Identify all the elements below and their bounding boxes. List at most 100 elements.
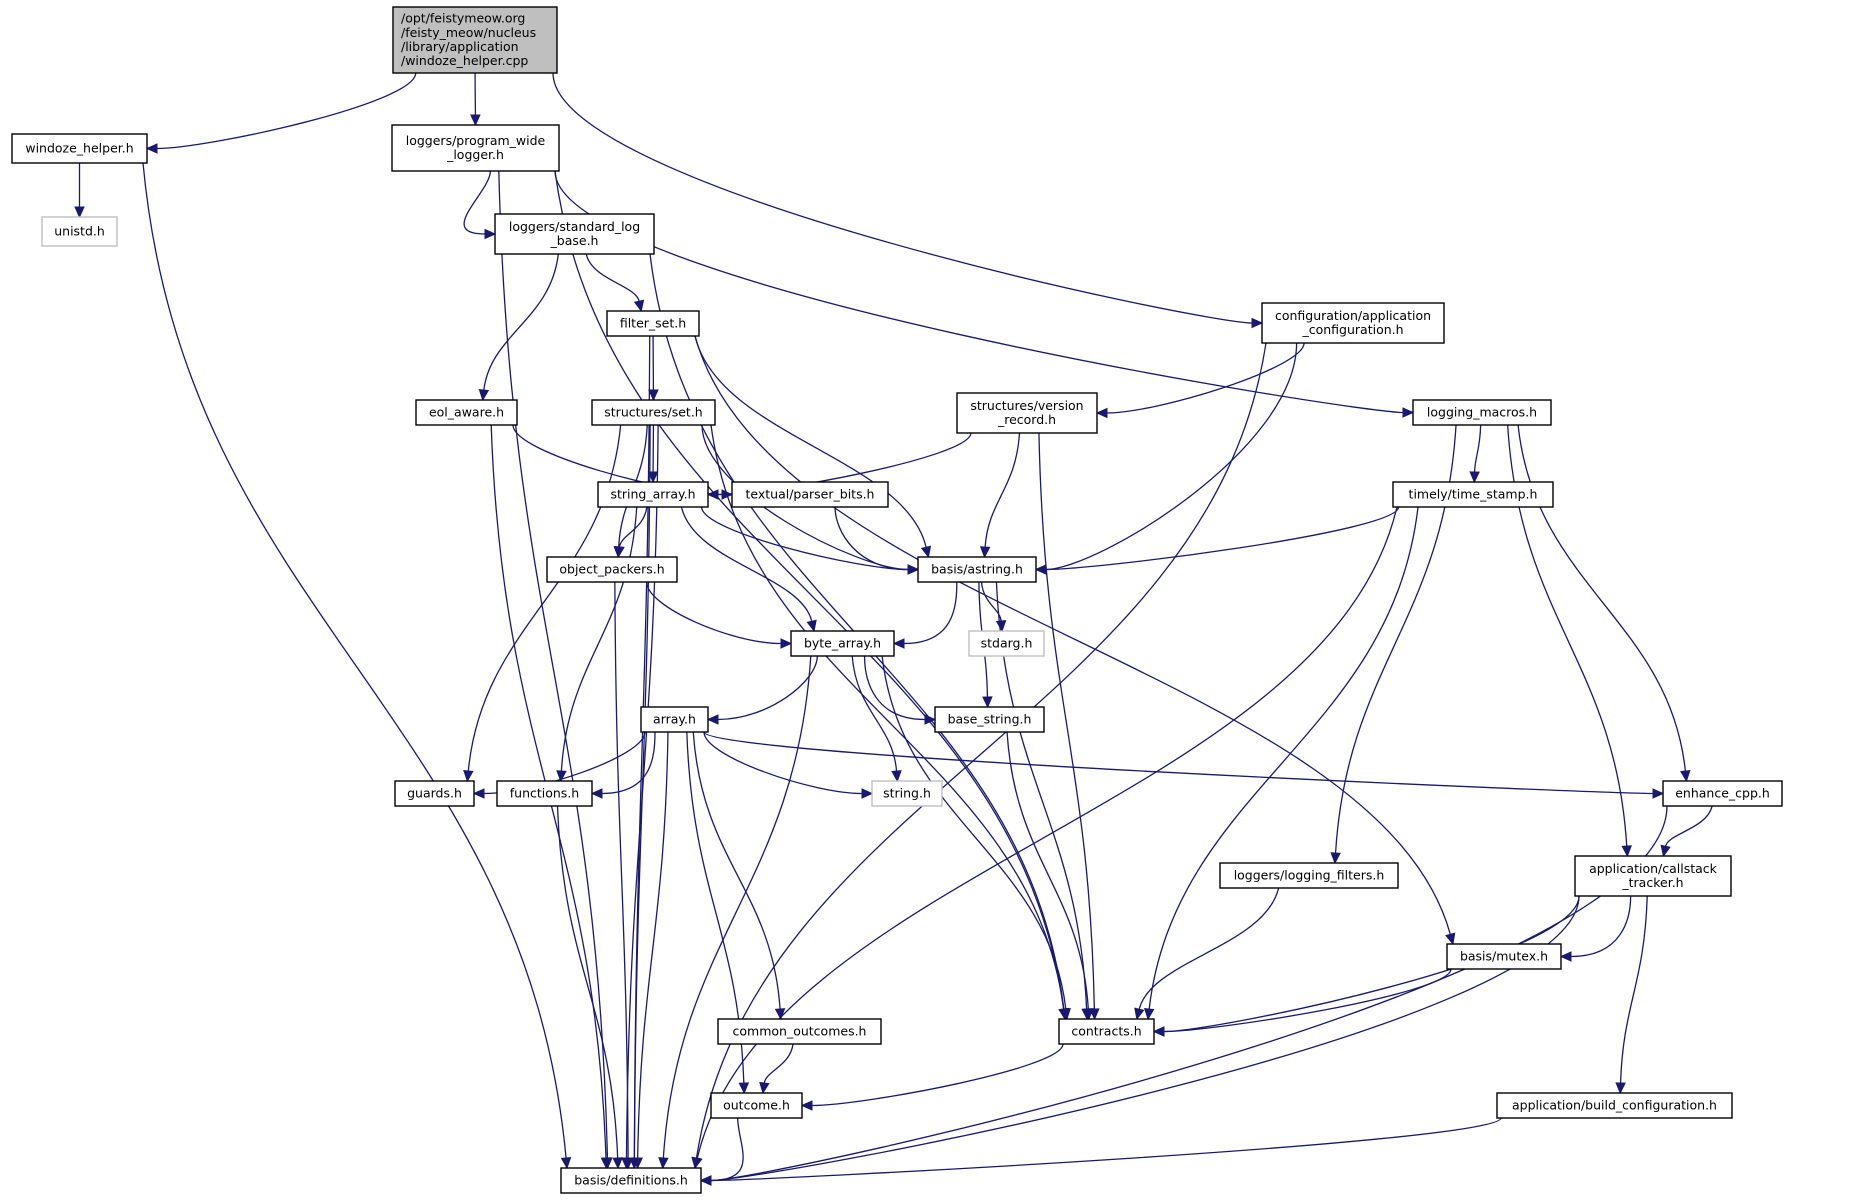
node-box xyxy=(640,706,709,733)
edge-line xyxy=(717,655,818,721)
edge-line xyxy=(881,655,1067,1010)
node-label: /feisty_meow/nucleus xyxy=(401,25,536,40)
arrowhead-icon xyxy=(74,206,85,219)
node-box xyxy=(394,780,475,807)
edge-line xyxy=(625,424,659,1159)
arrowhead-icon xyxy=(633,299,645,313)
node-box xyxy=(597,481,709,508)
node-windoze-helper-h[interactable]: windoze_helper.h xyxy=(11,133,148,164)
node-box xyxy=(1496,1092,1733,1119)
node-logging-macros[interactable]: logging_macros.h xyxy=(1412,399,1552,426)
node-box xyxy=(11,133,148,164)
node-astring[interactable]: basis/astring.h xyxy=(917,556,1037,583)
edge-line xyxy=(710,1117,744,1182)
node-enhance-cpp[interactable]: enhance_cpp.h xyxy=(1662,780,1783,807)
node-definitions[interactable]: basis/definitions.h xyxy=(560,1167,702,1194)
edge-line xyxy=(984,432,1021,548)
node-contracts[interactable]: contracts.h xyxy=(1058,1018,1155,1045)
arrowhead-icon xyxy=(1615,1082,1626,1095)
node-box xyxy=(917,556,1037,583)
arrowhead-icon xyxy=(1251,317,1264,329)
edge-line xyxy=(811,1043,1064,1107)
node-root[interactable]: /opt/feistymeow.org/feisty_meow/nucleus/… xyxy=(392,6,558,74)
node-label: unistd.h xyxy=(54,223,105,238)
node-label: _base.h xyxy=(550,233,599,248)
edge-filter_set-to-mutex xyxy=(694,335,1456,946)
node-label: filter_set.h xyxy=(620,315,686,330)
edge-line xyxy=(1148,506,1419,1010)
node-version-record[interactable]: structures/version_record.h xyxy=(956,392,1098,434)
node-common-outcomes[interactable]: common_outcomes.h xyxy=(717,1018,882,1045)
edge-contracts-to-outcome xyxy=(800,1043,1064,1111)
node-box xyxy=(41,216,118,247)
edge-line xyxy=(1570,895,1632,958)
node-callstack-tracker[interactable]: application/callstack_tracker.h xyxy=(1574,855,1732,897)
arrowhead-icon xyxy=(861,788,874,799)
arrowhead-icon xyxy=(699,1175,712,1186)
node-parser-bits[interactable]: textual/parser_bits.h xyxy=(731,481,889,508)
node-box xyxy=(790,630,895,657)
node-build-configuration[interactable]: application/build_configuration.h xyxy=(1496,1092,1733,1119)
arrowhead-icon xyxy=(1660,844,1671,858)
node-guards[interactable]: guards.h xyxy=(394,780,475,807)
node-functions[interactable]: functions.h xyxy=(496,780,593,807)
edge-app_config-to-astring xyxy=(1034,342,1298,575)
edge-structures_set-to-string_array xyxy=(647,424,659,484)
edge-windoze_helper_h-to-definitions xyxy=(142,162,572,1170)
arrowhead-icon xyxy=(774,1008,786,1021)
arrowhead-icon xyxy=(1559,951,1572,962)
node-string-h: string.h xyxy=(871,780,943,807)
edge-line xyxy=(1045,342,1298,571)
edge-array_h-to-string_h xyxy=(703,731,874,799)
arrowhead-icon xyxy=(979,546,991,559)
edge-root-to-app_config xyxy=(552,72,1264,329)
node-label: _logger.h xyxy=(446,147,504,162)
edge-callstack_tracker-to-mutex xyxy=(1559,895,1632,962)
node-array-h[interactable]: array.h xyxy=(640,706,709,733)
edge-line xyxy=(1664,805,1713,847)
arrowhead-icon xyxy=(622,1157,634,1170)
node-label: byte_array.h xyxy=(804,635,881,650)
edge-line xyxy=(834,506,909,571)
node-outcome[interactable]: outcome.h xyxy=(710,1092,803,1119)
node-filter-set[interactable]: filter_set.h xyxy=(606,310,700,337)
node-app-config[interactable]: configuration/application_configuration.… xyxy=(1261,302,1445,344)
node-time-stamp[interactable]: timely/time_stamp.h xyxy=(1392,481,1554,508)
arrowhead-icon xyxy=(920,545,932,559)
node-eol-aware[interactable]: eol_aware.h xyxy=(415,399,518,426)
arrowhead-icon xyxy=(145,143,158,154)
node-box xyxy=(968,630,1045,657)
node-base-string[interactable]: base_string.h xyxy=(934,706,1045,733)
node-label: stdarg.h xyxy=(981,635,1033,650)
arrowhead-icon xyxy=(463,770,474,783)
arrowhead-icon xyxy=(806,619,817,633)
node-object-packers[interactable]: object_packers.h xyxy=(546,556,678,583)
edge-line xyxy=(1473,424,1482,473)
arrowhead-icon xyxy=(658,1157,669,1170)
node-mutex[interactable]: basis/mutex.h xyxy=(1446,943,1562,970)
node-byte-array[interactable]: byte_array.h xyxy=(790,630,895,657)
node-string-array[interactable]: string_array.h xyxy=(597,481,709,508)
arrowhead-icon xyxy=(470,114,481,127)
node-label: structures/version xyxy=(970,398,1083,413)
arrowhead-icon xyxy=(1402,407,1415,418)
node-label: outcome.h xyxy=(723,1097,790,1112)
node-label: array.h xyxy=(653,711,696,726)
node-label: /windoze_helper.cpp xyxy=(401,53,528,68)
arrowhead-icon xyxy=(759,1081,770,1095)
edge-byte_array-to-definitions xyxy=(658,655,812,1170)
arrowhead-icon xyxy=(780,638,793,649)
edge-astring-to-byte_array xyxy=(892,581,958,649)
edge-array_h-to-functions xyxy=(590,731,656,799)
edge-enhance_cpp-to-callstack_tracker xyxy=(1660,805,1713,858)
arrowhead-icon xyxy=(924,714,937,725)
node-structures-set[interactable]: structures/set.h xyxy=(591,399,716,426)
node-label: enhance_cpp.h xyxy=(1675,785,1770,800)
edge-line xyxy=(467,424,622,772)
node-label: contracts.h xyxy=(1071,1023,1141,1038)
node-standard-log-base[interactable]: loggers/standard_log_base.h xyxy=(494,213,655,255)
node-logging-filters[interactable]: loggers/logging_filters.h xyxy=(1219,862,1399,889)
node-program-wide-logger[interactable]: loggers/program_wide_logger.h xyxy=(391,124,560,172)
edge-line xyxy=(554,170,1404,414)
node-label: logging_macros.h xyxy=(1427,404,1537,419)
